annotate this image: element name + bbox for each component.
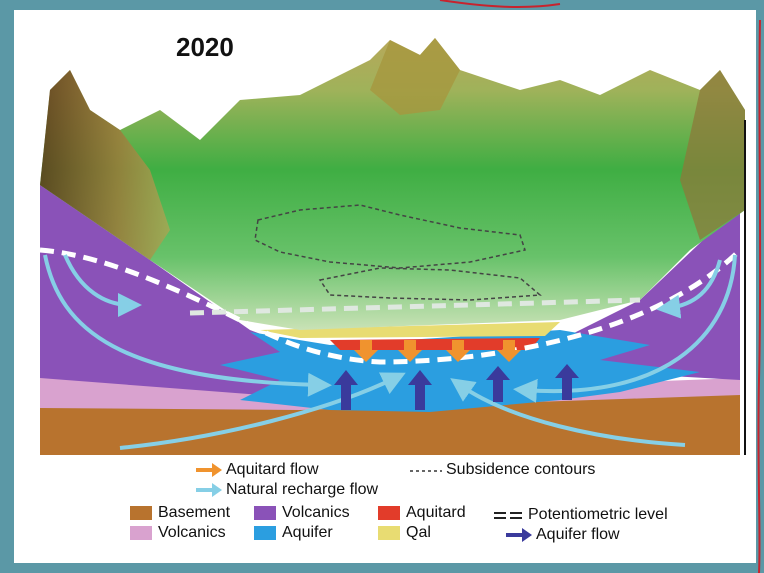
potentiometric-level-previous bbox=[189, 297, 641, 316]
red-top-mark bbox=[439, 0, 561, 8]
legend-label: Aquitard bbox=[406, 504, 466, 521]
legend-label: Natural recharge flow bbox=[226, 481, 379, 498]
subsidence-contour-inner bbox=[318, 267, 542, 301]
legend-label: Subsidence contours bbox=[446, 461, 596, 478]
legend-label: Basement bbox=[158, 504, 231, 521]
volcanics-purple-swatch bbox=[254, 506, 276, 520]
legend-label: Aquifer bbox=[282, 524, 333, 541]
dashed-line-icon bbox=[410, 463, 442, 477]
legend-label: Volcanics bbox=[282, 504, 350, 521]
legend-natural-recharge-flow: Natural recharge flow bbox=[196, 481, 378, 499]
year-title: 2020 bbox=[176, 32, 234, 62]
terrain-left-ridge bbox=[40, 70, 170, 260]
terrain-surface bbox=[40, 38, 745, 330]
aquitard-layer bbox=[330, 338, 540, 350]
legend-basement: Basement bbox=[130, 504, 230, 522]
legend-aquifer: Aquifer bbox=[254, 524, 333, 542]
legend-qal: Qal bbox=[378, 524, 431, 542]
recharge-arrow-left-inner bbox=[63, 254, 142, 317]
recharge-arrow-bottom-right bbox=[450, 378, 686, 447]
aquitard-flow-arrow bbox=[497, 340, 521, 362]
legend-potentiometric-level: Potentiometric level bbox=[494, 506, 668, 524]
terrain-peak bbox=[370, 38, 460, 115]
legend-label: Potentiometric level bbox=[528, 506, 668, 523]
terrain-right-ridge bbox=[680, 70, 745, 240]
legend-aquitard-flow: Aquitard flow bbox=[196, 461, 319, 479]
volcanics-pink-swatch bbox=[130, 526, 152, 540]
aquitard-flow-arrows bbox=[354, 340, 521, 362]
red-margin-line bbox=[757, 19, 762, 573]
legend-volcanics-purple: Volcanics bbox=[254, 504, 350, 522]
legend-subsidence-contours: Subsidence contours bbox=[410, 461, 595, 479]
double-dash-icon bbox=[494, 508, 524, 522]
aquitard-flow-arrow bbox=[354, 340, 378, 362]
legend-aquitard: Aquitard bbox=[378, 504, 466, 522]
aquifer-flow-arrow bbox=[486, 366, 510, 402]
aquifer-flow-arrows bbox=[334, 364, 579, 410]
light-blue-arrow-icon bbox=[196, 483, 222, 497]
potentiometric-level-2020 bbox=[39, 247, 742, 365]
recharge-arrow-left-outer bbox=[43, 254, 332, 397]
aquifer-swatch bbox=[254, 526, 276, 540]
qal-swatch bbox=[378, 526, 400, 540]
aquitard-flow-arrow bbox=[398, 340, 422, 362]
aquifer-flow-arrow bbox=[334, 370, 358, 410]
aquitard-flow-arrow bbox=[446, 340, 470, 362]
legend-label: Aquifer flow bbox=[536, 526, 620, 543]
qal-layer bbox=[260, 322, 560, 338]
orange-arrow-icon bbox=[196, 463, 222, 477]
legend-label: Qal bbox=[406, 524, 431, 541]
aquifer-flow-arrow bbox=[555, 364, 579, 400]
recharge-arrow-right-inner bbox=[656, 259, 722, 319]
aquitard-swatch bbox=[378, 506, 400, 520]
navy-arrow-icon bbox=[506, 528, 532, 542]
basement-swatch bbox=[130, 506, 152, 520]
aquifer-flow-arrow bbox=[408, 370, 432, 410]
recharge-arrow-bottom-left bbox=[119, 372, 406, 450]
recharge-arrow-right-outer bbox=[513, 254, 737, 403]
legend-volcanics-pink: Volcanics bbox=[130, 524, 226, 542]
subsidence-contour-outer bbox=[254, 204, 526, 269]
legend-aquifer-flow: Aquifer flow bbox=[506, 526, 620, 544]
legend-label: Volcanics bbox=[158, 524, 226, 541]
legend-label: Aquitard flow bbox=[226, 461, 319, 478]
